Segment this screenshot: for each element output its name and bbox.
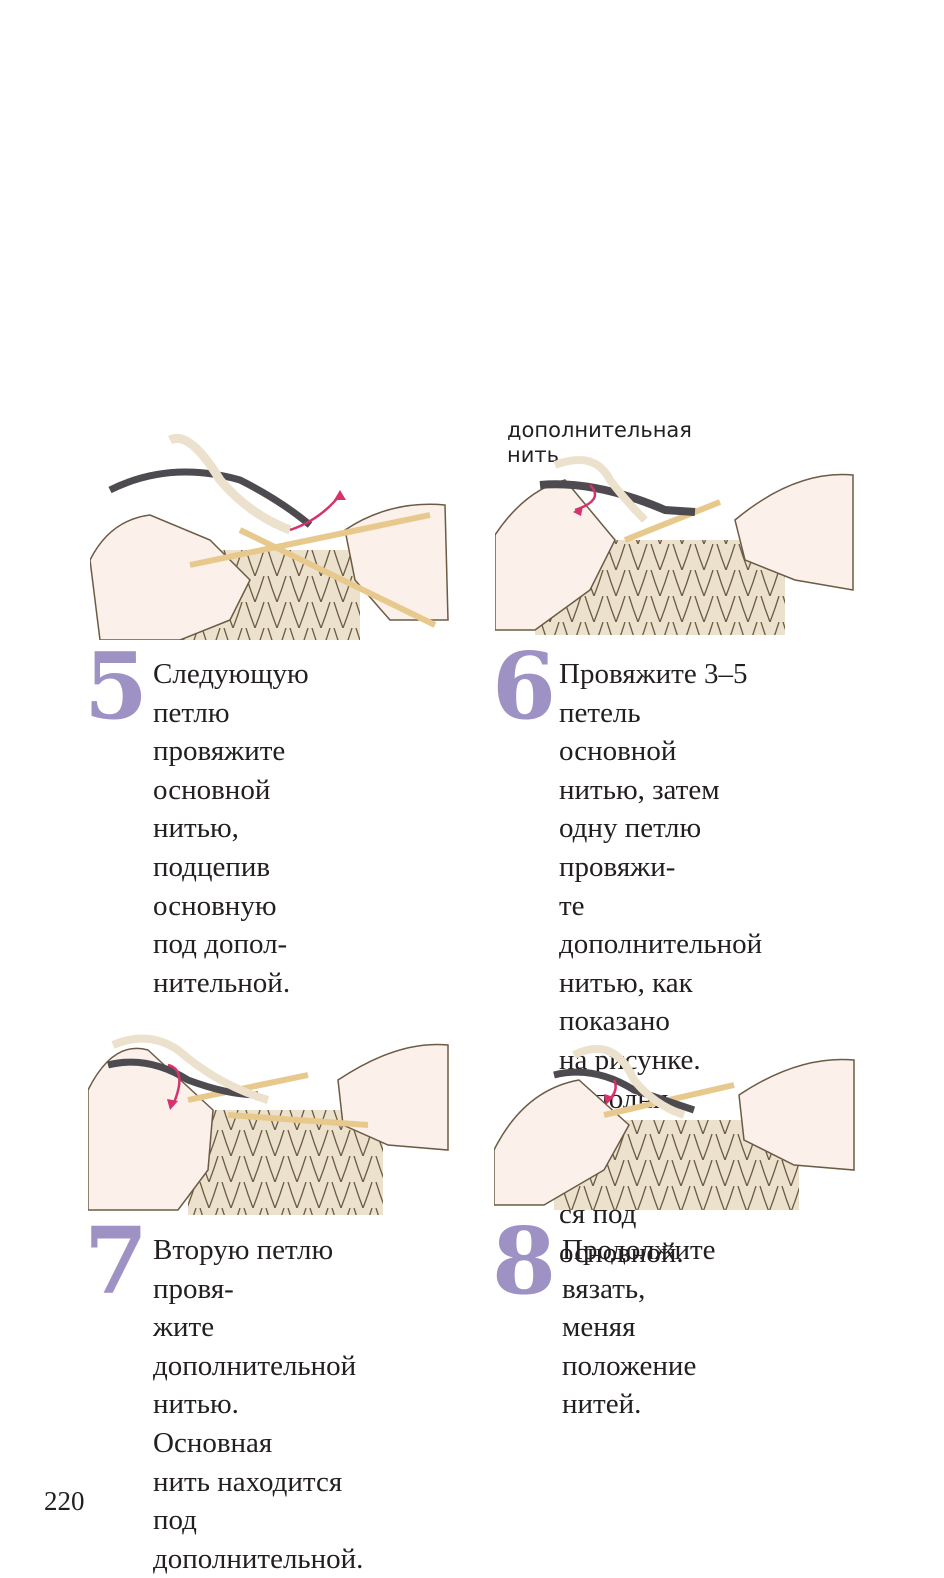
step-instruction: Продолжите вязать, меняя положение нитей… (562, 1234, 716, 1421)
step-number: 5 (84, 632, 149, 740)
step-instruction: Следующую петлю провяжите основной нитью… (153, 658, 309, 999)
page-number: 220 (44, 1486, 85, 1516)
step-number: 8 (492, 1207, 557, 1315)
knitting-illustration-step-6 (495, 456, 854, 635)
knitting-illustration-step-5 (90, 434, 449, 640)
step-instruction: Вторую петлю провя- жите дополнительной … (153, 1234, 364, 1575)
knitting-illustration-step-8 (494, 1044, 855, 1210)
callout-label: дополнительная нить (507, 418, 692, 467)
knitting-illustration-step-7 (88, 1034, 449, 1215)
step-number: 7 (84, 1207, 149, 1315)
step-number: 6 (492, 632, 557, 740)
